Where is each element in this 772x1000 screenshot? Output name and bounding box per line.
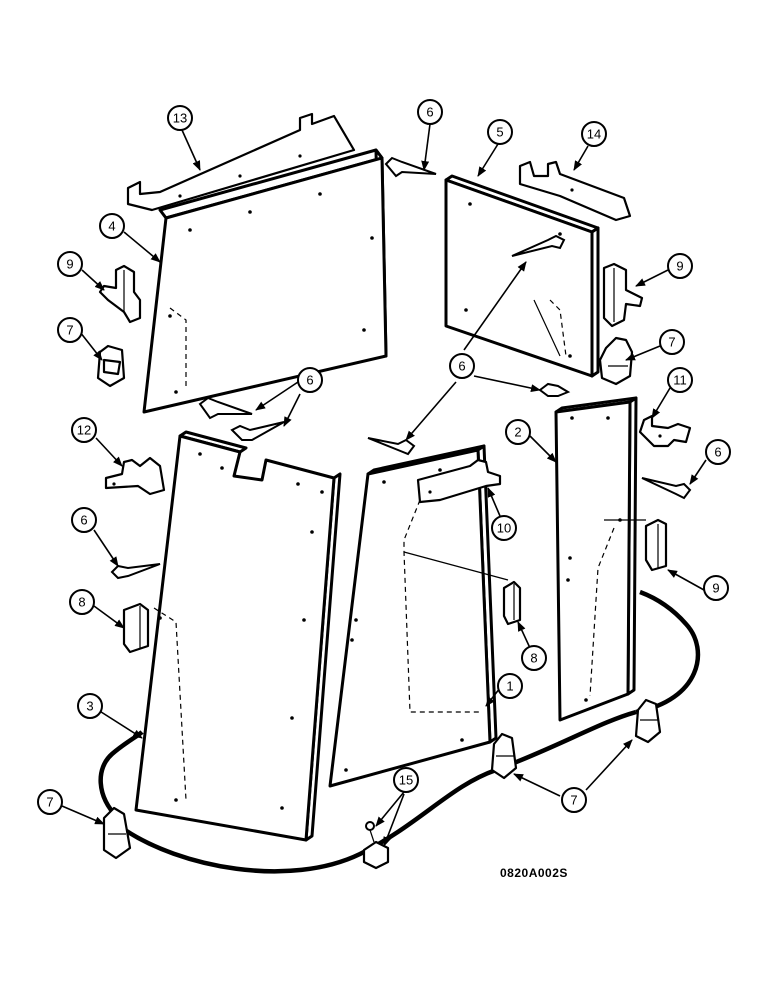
callout-6-left-label: 6	[306, 373, 313, 388]
callout-7-lower-right: 7	[561, 787, 587, 813]
pin-lower-left	[110, 563, 161, 580]
callout-9-left: 9	[57, 251, 83, 277]
latch-7-lower-middle	[490, 732, 518, 780]
callout-4-label: 4	[108, 219, 115, 234]
drawing-code: 0820A002S	[500, 866, 568, 880]
bracket-10	[416, 458, 502, 504]
bracket-9-left	[98, 264, 142, 324]
callout-6-lower-left: 6	[71, 507, 97, 533]
callout-3: 3	[77, 693, 103, 719]
callout-2-label: 2	[514, 425, 521, 440]
pin-left-b	[230, 421, 285, 441]
bracket-9-lower	[644, 518, 668, 572]
pin-middle	[367, 437, 416, 456]
bracket-8-left	[122, 602, 150, 654]
pin-panel5	[511, 234, 566, 257]
panel-1	[328, 444, 509, 788]
cable-clip-15	[362, 821, 390, 870]
callout-13-label: 13	[173, 111, 187, 126]
pin-right	[641, 477, 692, 500]
callout-11: 11	[667, 367, 693, 393]
bracket-8-right	[502, 580, 522, 626]
hinge-pins	[110, 156, 692, 580]
callout-9-right-label: 9	[676, 259, 683, 274]
panel-2	[554, 396, 646, 722]
callout-10-label: 10	[497, 521, 511, 536]
callout-8-right-label: 8	[530, 651, 537, 666]
pin-top-center	[384, 156, 437, 178]
bracket-11	[638, 414, 692, 448]
latch-7-upper-right	[598, 336, 634, 386]
callout-6-top-label: 6	[426, 105, 433, 120]
callout-6-left: 6	[297, 367, 323, 393]
callout-11-label: 11	[673, 373, 687, 388]
callout-5-label: 5	[496, 125, 503, 140]
panel-5	[444, 174, 600, 378]
callout-1: 1	[497, 673, 523, 699]
callout-7-upper-left: 7	[57, 317, 83, 343]
callout-12: 12	[71, 417, 97, 443]
latch-7-lower-left	[102, 806, 132, 860]
callout-15-label: 15	[399, 773, 413, 788]
callout-9-lower-label: 9	[712, 581, 719, 596]
callout-7-lower-left-label: 7	[46, 795, 53, 810]
latch-7-lower-right	[634, 698, 662, 744]
callout-6-lower-left-label: 6	[80, 513, 87, 528]
callout-8-left-label: 8	[78, 595, 85, 610]
callout-12-label: 12	[77, 423, 91, 438]
bracket-12	[104, 456, 166, 496]
callout-2: 2	[505, 419, 531, 445]
callout-14-label: 14	[587, 127, 601, 142]
callout-7-lower-left: 7	[37, 789, 63, 815]
pin-mid-top	[538, 382, 571, 397]
callout-7-upper-left-label: 7	[66, 323, 73, 338]
bracket-9-right	[602, 262, 644, 328]
callout-6-right: 6	[705, 439, 731, 465]
callout-6-top: 6	[417, 99, 443, 125]
callout-13: 13	[167, 105, 193, 131]
callout-6-right-label: 6	[714, 445, 721, 460]
callout-7-upper-right-label: 7	[668, 335, 675, 350]
callout-9-lower: 9	[703, 575, 729, 601]
bracket-13	[126, 112, 356, 212]
callout-7-upper-right: 7	[659, 329, 685, 355]
callout-5: 5	[487, 119, 513, 145]
latch-7-upper-left	[96, 344, 126, 388]
callout-9-right: 9	[667, 253, 693, 279]
callout-1-label: 1	[506, 679, 513, 694]
bracket-14	[518, 160, 632, 222]
callout-9-left-label: 9	[66, 257, 73, 272]
callout-8-left: 8	[69, 589, 95, 615]
panel-3	[134, 430, 342, 842]
leader-lines	[61, 123, 707, 847]
callout-6-center-label: 6	[458, 359, 465, 374]
callout-8-right: 8	[521, 645, 547, 671]
callout-7-lower-right-label: 7	[570, 793, 577, 808]
callout-3-label: 3	[86, 699, 93, 714]
panel-4	[142, 148, 388, 414]
callout-10: 10	[491, 515, 517, 541]
callout-4: 4	[99, 213, 125, 239]
callout-14: 14	[581, 121, 607, 147]
callout-15: 15	[393, 767, 419, 793]
callout-6-center: 6	[449, 353, 475, 379]
pin-left-a	[198, 396, 253, 420]
